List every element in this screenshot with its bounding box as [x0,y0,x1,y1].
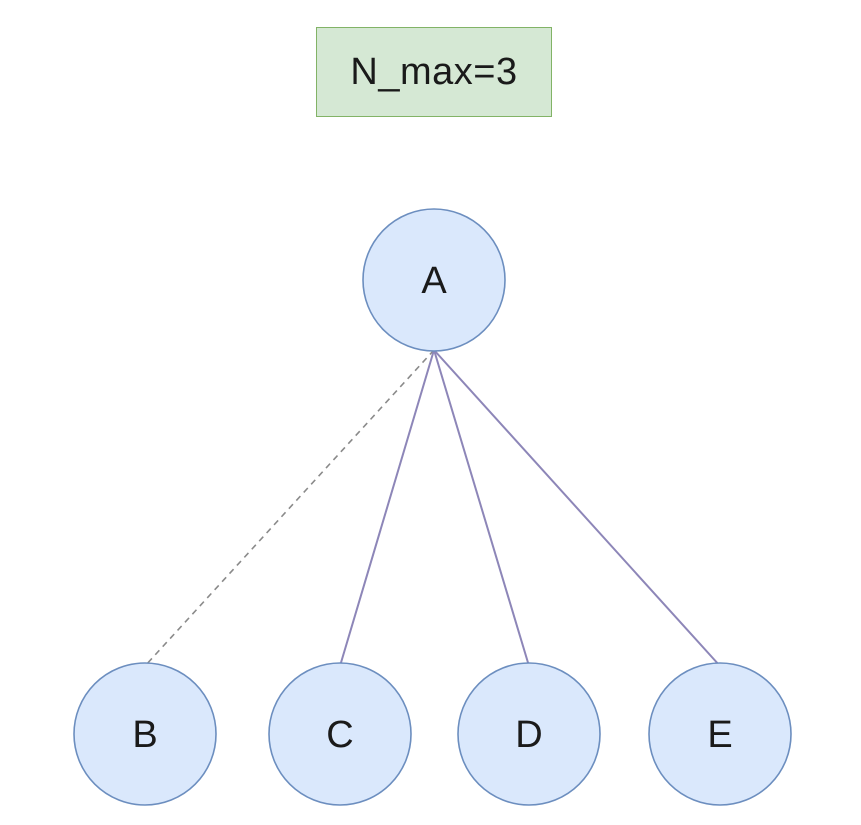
edge-a-b-dashed [144,349,435,667]
node-a[interactable]: A [362,208,506,352]
node-e-label: E [707,714,732,756]
node-c-label: C [326,714,353,756]
node-d-label: D [515,714,542,756]
node-e[interactable]: E [648,662,792,806]
edge-a-d [433,349,530,667]
node-a-label: A [421,260,447,302]
node-b[interactable]: B [73,662,217,806]
n-max-text: N_max=3 [350,50,518,93]
edge-a-c [339,349,435,667]
node-b-label: B [132,714,157,756]
node-d[interactable]: D [457,662,601,806]
edge-a-e [433,349,721,667]
node-c[interactable]: C [268,662,412,806]
n-max-label: N_max=3 [316,27,552,117]
